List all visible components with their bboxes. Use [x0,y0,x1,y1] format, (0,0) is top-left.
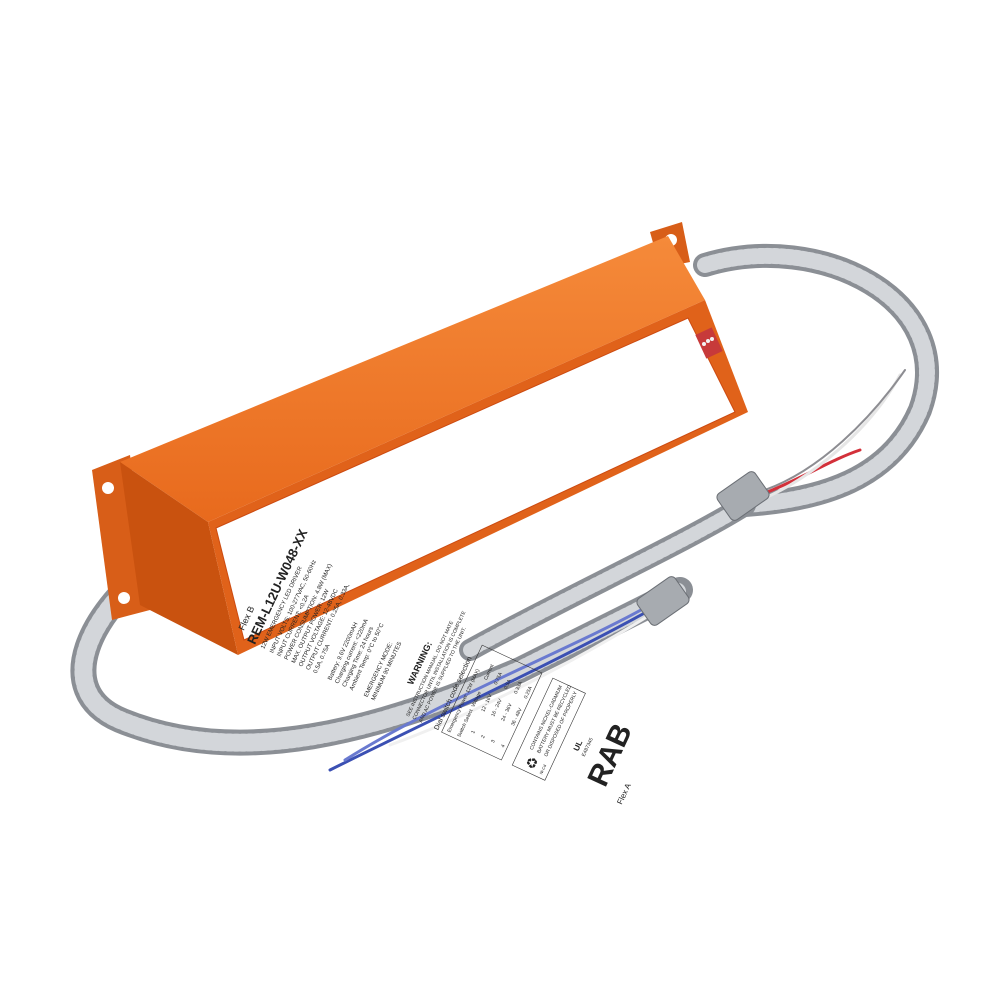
rab-logo: RAB [582,719,639,792]
svg-text:3: 3 [490,739,497,744]
wire-gray [764,369,906,491]
svg-text:0.33A: 0.33A [513,680,524,695]
svg-text:0.75A: 0.75A [493,671,504,686]
dip-switch [695,327,723,359]
svg-text:4: 4 [500,743,507,748]
ul-mark: UL [572,739,585,753]
flex-conduit-cables [70,244,939,772]
svg-text:0.25A: 0.25A [523,685,534,700]
housing-top-face [120,236,705,522]
wire-blue [328,608,652,772]
wire-white-2 [388,613,652,747]
svg-text:2: 2 [480,734,487,739]
svg-text:1: 1 [470,730,477,735]
housing-end-face [120,462,238,655]
svg-text:36 - 48V: 36 - 48V [510,707,524,727]
recycle-icon: ♻ [522,754,542,772]
svg-text:Ni-Cd: Ni-Cd [538,764,547,775]
svg-text:0.5A: 0.5A [503,678,513,690]
wire-blue-2 [343,603,652,762]
recycle-notice: ♻ Ni-Cd CONTAINS NICKEL-CADMIUM BATTERY … [511,677,586,781]
flex-a-label: Flex A [615,781,633,806]
